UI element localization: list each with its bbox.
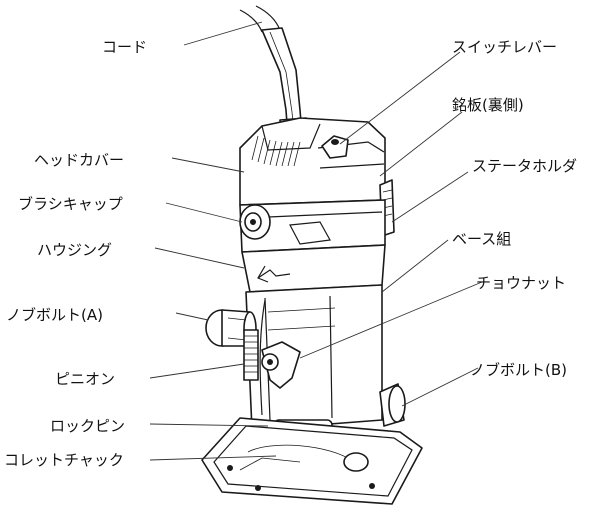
housing [241, 244, 386, 293]
trim-router-illustration [201, 5, 423, 505]
label-knob-bolt-a: ノブボルト(A) [6, 306, 103, 324]
label-base-assembly: ベース組 [452, 230, 511, 248]
label-brush-cap: ブラシキャップ [18, 195, 123, 213]
knob-bolt-b [379, 383, 406, 427]
label-wing-nut: チョウナット [476, 274, 566, 292]
head-cover [239, 117, 386, 206]
label-lock-pin: ロックピン [50, 417, 125, 435]
label-housing: ハウジング [37, 241, 112, 259]
leader-lines [149, 21, 483, 461]
label-knob-bolt-b: ノブボルト(B) [470, 361, 567, 379]
label-stator-holder: ステータホルダ [472, 157, 577, 175]
pinion [243, 329, 259, 381]
label-switch-lever: スイッチレバー [452, 38, 557, 56]
base-plate [201, 417, 423, 505]
switch-lever [321, 135, 349, 159]
label-cord: コード [102, 38, 147, 56]
label-nameplate: 銘板(裏側) [452, 96, 524, 114]
label-head-cover: ヘッドカバー [34, 151, 124, 169]
label-pinion: ピニオン [55, 370, 115, 388]
label-collet-chuck: コレットチャック [4, 451, 124, 469]
brush-cap [239, 204, 271, 240]
wing-nut [261, 341, 301, 389]
